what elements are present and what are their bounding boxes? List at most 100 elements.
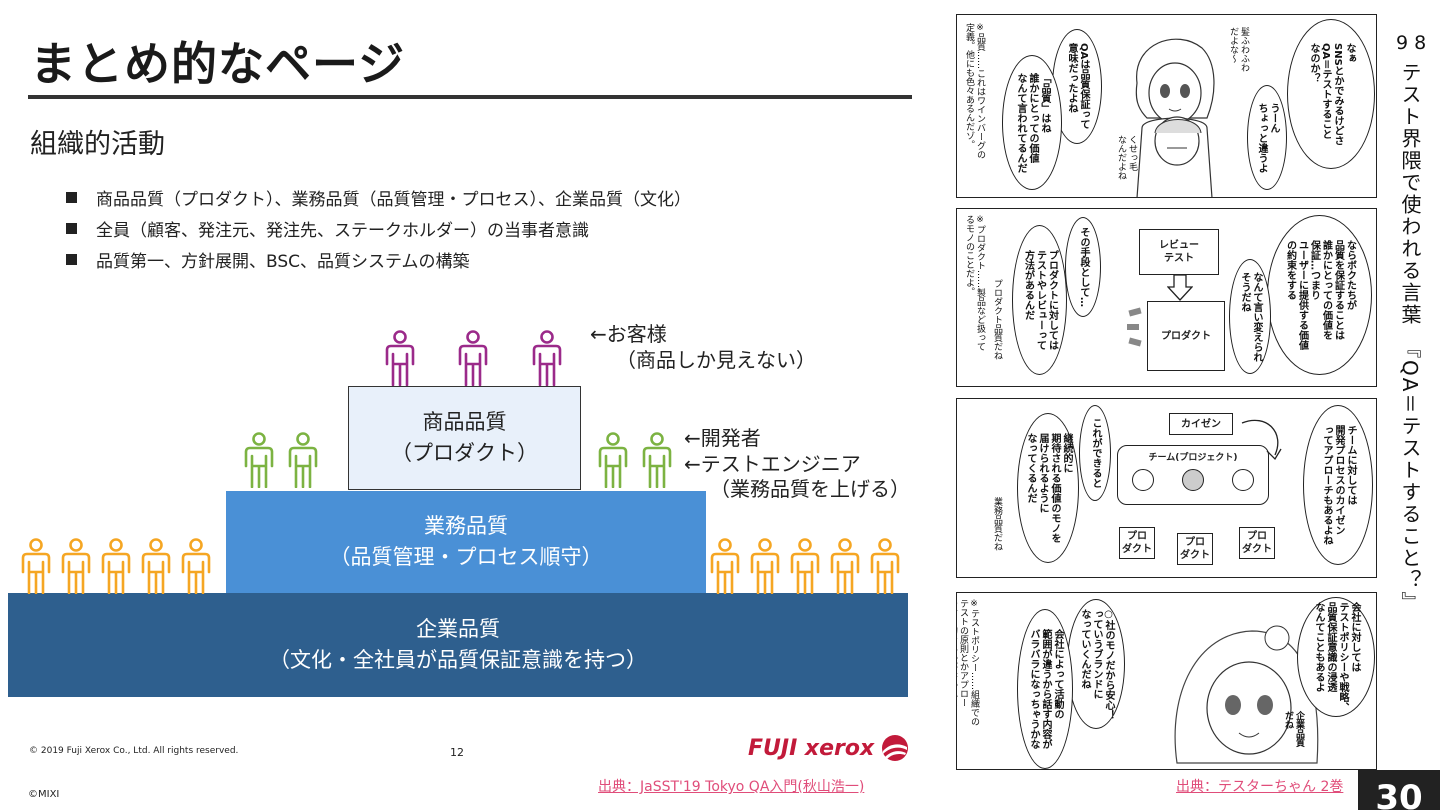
footnote: ※プロダクト……製品など扱って るモノのことだよ。 (964, 215, 985, 351)
product-quality-subtitle: （プロダクト） (391, 441, 538, 465)
footer-page-number: 12 (450, 746, 464, 759)
team-label: チーム(プロジェクト) (1148, 453, 1238, 463)
member-face-icon (1182, 469, 1204, 491)
bubble-text: うーん ちょっと違うよ (1256, 102, 1279, 173)
motion-mark (1128, 307, 1142, 317)
bullet-square-icon (66, 223, 77, 234)
speech-bubble: これができると (1079, 405, 1111, 501)
speech-bubble: プロダクトに対しては テストやレビューって 方法があるんだ (1012, 225, 1067, 375)
employee-person-icon (59, 538, 93, 594)
bubble-text: ならボクたちが 品質を保証することは 誰かにとっての価値を 保証…つまり ユーザ… (1284, 240, 1356, 350)
source-link-left[interactable]: 出典：JaSST'19 Tokyo QA入門(秋山浩一) (598, 779, 865, 795)
speech-bubble: その手段として… (1065, 217, 1101, 317)
bullet-square-icon (66, 254, 77, 265)
corporate-quality-title: 企業品質 (416, 617, 500, 641)
slide-number: 30 (1358, 770, 1440, 810)
footnote: ※テストポリシー……組織での テストの原則とかアプロー チ、目的なんかが書かれた… (958, 599, 979, 726)
speech-bubble: QAは品質保証って 意味だったよね (1052, 29, 1102, 144)
customer-note: （商品しか見えない） (616, 348, 816, 372)
bubble-text: プロダクトに対しては テストやレビューって 方法があるんだ (1022, 250, 1058, 350)
slide-title: まとめ的なページ (30, 37, 406, 91)
bubble-text: 「品質」はね 誰かにとっての価値 なんて言われてるんだ (1015, 72, 1050, 173)
product-box: プロ ダクト (1239, 527, 1275, 559)
speech-bubble: 会社に対しては テストポリシーや戦略、 品質保証意識の浸透 なんてこともあるよ (1297, 597, 1375, 717)
bullet-text: 商品品質（プロダクト）、業務品質（品質管理・プロセス）、企業品質（文化） (96, 190, 691, 210)
kaizen-box: カイゼン (1169, 413, 1233, 435)
speech-bubble: 「品質」はね 誰かにとっての価値 なんて言われてるんだ (1002, 55, 1062, 190)
employee-person-icon (868, 538, 902, 594)
bubble-text: これができると (1090, 418, 1101, 488)
mixi-copyright: ©MIXI (28, 789, 60, 800)
source-link-right[interactable]: 出典：テスターちゃん 2巻 (1176, 779, 1344, 795)
speech-bubble: 会社によって活動の 範囲が違うから話す内容が バラバラになっちゃうかな (1017, 609, 1073, 769)
small-text: くせっ毛 なんだよね (1116, 135, 1137, 180)
member-face-icon (1232, 469, 1254, 491)
speech-bubble: 継続的に 期待される価値のモノを 届けられるように なってくるんだ (1017, 413, 1079, 563)
manga-panel-3: チームに対しては 開発プロセスのカイゼン ってアプローチもあるよね これができる… (956, 398, 1377, 578)
bubble-text: 継続的に 期待される価値のモノを 届けられるように なってくるんだ (1025, 433, 1072, 543)
team-faces (1118, 469, 1268, 491)
bullet-item: 全員（顧客、発注元、発注先、ステークホルダー）の当事者意識 (66, 213, 691, 244)
bubble-text: 会社によって活動の 範囲が違うから話す内容が バラバラになっちゃうかな (1028, 629, 1063, 749)
product-box: プロ ダクト (1177, 533, 1213, 565)
bubble-text: 会社に対しては テストポリシーや戦略、 品質保証意識の浸透 なんてこともあるよ (1313, 602, 1360, 712)
member-face-icon (1132, 469, 1154, 491)
small-text: 髪ふわふわ だよな～ (1228, 27, 1249, 72)
employee-person-icon (139, 538, 173, 594)
developer-person-icon (286, 432, 320, 488)
bullet-item: 商品品質（プロダクト）、業務品質（品質管理・プロセス）、企業品質（文化） (66, 182, 691, 213)
bubble-text: その手段として… (1078, 227, 1089, 307)
developer-person-icon (242, 432, 276, 488)
cycle-arrow-icon (1241, 419, 1282, 461)
speech-bubble: チームに対しては 開発プロセスのカイゼン ってアプローチもあるよね (1303, 405, 1373, 565)
characters-illustration (1135, 38, 1215, 197)
customer-person-icon (456, 330, 490, 386)
employee-person-icon (179, 538, 213, 594)
customer-label: ←お客様 (590, 322, 667, 346)
business-quality-subtitle: （品質管理・プロセス順守） (329, 545, 603, 569)
bullet-item: 品質第一、方針展開、BSC、品質システムの構築 (66, 244, 691, 275)
developer-person-icon (640, 432, 674, 488)
speech-bubble: うーん ちょっと違うよ (1247, 85, 1287, 190)
speech-bubble: なぁ SNSとかでみるけどさ QA＝テストすること なのか？ (1287, 19, 1375, 169)
manga-panel-4: 会社に対しては テストポリシーや戦略、 品質保証意識の浸透 なんてこともあるよ … (956, 592, 1377, 770)
developer-label: ←開発者 (684, 426, 761, 450)
footer-copyright: © 2019 Fuji Xerox Co., Ltd. All rights r… (29, 746, 239, 756)
bullet-square-icon (66, 192, 77, 203)
bubble-text: なぁ SNSとかでみるけどさ QA＝テストすること なのか？ (1308, 42, 1355, 146)
customer-person-icon (383, 330, 417, 386)
product-box: プロダクト (1147, 301, 1225, 371)
product-quality-title: 商品品質 (422, 410, 507, 434)
developer-person-icon (596, 432, 630, 488)
bullet-text: 全員（顧客、発注元、発注先、ステークホルダー）の当事者意識 (96, 221, 589, 241)
motion-mark (1128, 337, 1142, 347)
arrow-down-icon (1167, 275, 1193, 301)
employee-person-icon (828, 538, 862, 594)
customer-person-icon (530, 330, 564, 386)
bubble-text: チームに対しては 開発プロセスのカイゼン ってアプローチもあるよね (1321, 425, 1356, 545)
vertical-chapter-title: テスト界隈で使われる言葉 『QA＝テストすること？』 (1398, 62, 1422, 614)
manga-panel-1: なぁ SNSとかでみるけどさ QA＝テストすること なのか？ うーん ちょっと違… (956, 14, 1377, 198)
character-illustration (1174, 625, 1319, 764)
test-engineer-label: ←テストエンジニア (684, 452, 861, 476)
fuji-xerox-logo: FUJI xerox (748, 733, 910, 763)
test-engineer-note: （業務品質を上げる） (710, 477, 910, 501)
product-box: プロ ダクト (1119, 527, 1155, 559)
business-quality-title: 業務品質 (424, 514, 508, 538)
speech-bubble: なんて言い変えられ そうだね (1229, 259, 1271, 374)
employee-person-icon (99, 538, 133, 594)
small-text: 企業品質 だね (1283, 711, 1304, 747)
employee-person-icon (708, 538, 742, 594)
speech-bubble: ○社のモノだから安心！ っていうブランドに なっていくんだね (1067, 599, 1125, 729)
team-box: チーム(プロジェクト) (1117, 445, 1269, 505)
corporate-quality-subtitle: （文化・全社員が品質保証意識を持つ） (269, 648, 647, 672)
employee-person-icon (19, 538, 53, 594)
employee-person-icon (748, 538, 782, 594)
corporate-quality-block: 企業品質 （文化・全社員が品質保証意識を持つ） (8, 593, 908, 697)
title-divider (28, 95, 912, 99)
business-quality-block: 業務品質 （品質管理・プロセス順守） (226, 491, 706, 593)
brand-name: FUJI xerox (748, 735, 875, 761)
review-test-box: レビュー テスト (1139, 229, 1219, 275)
manga-panel-2: ならボクたちが 品質を保証することは 誰かにとっての価値を 保証…つまり ユーザ… (956, 208, 1377, 387)
bullet-list: 商品品質（プロダクト）、業務品質（品質管理・プロセス）、企業品質（文化） 全員（… (66, 182, 691, 275)
